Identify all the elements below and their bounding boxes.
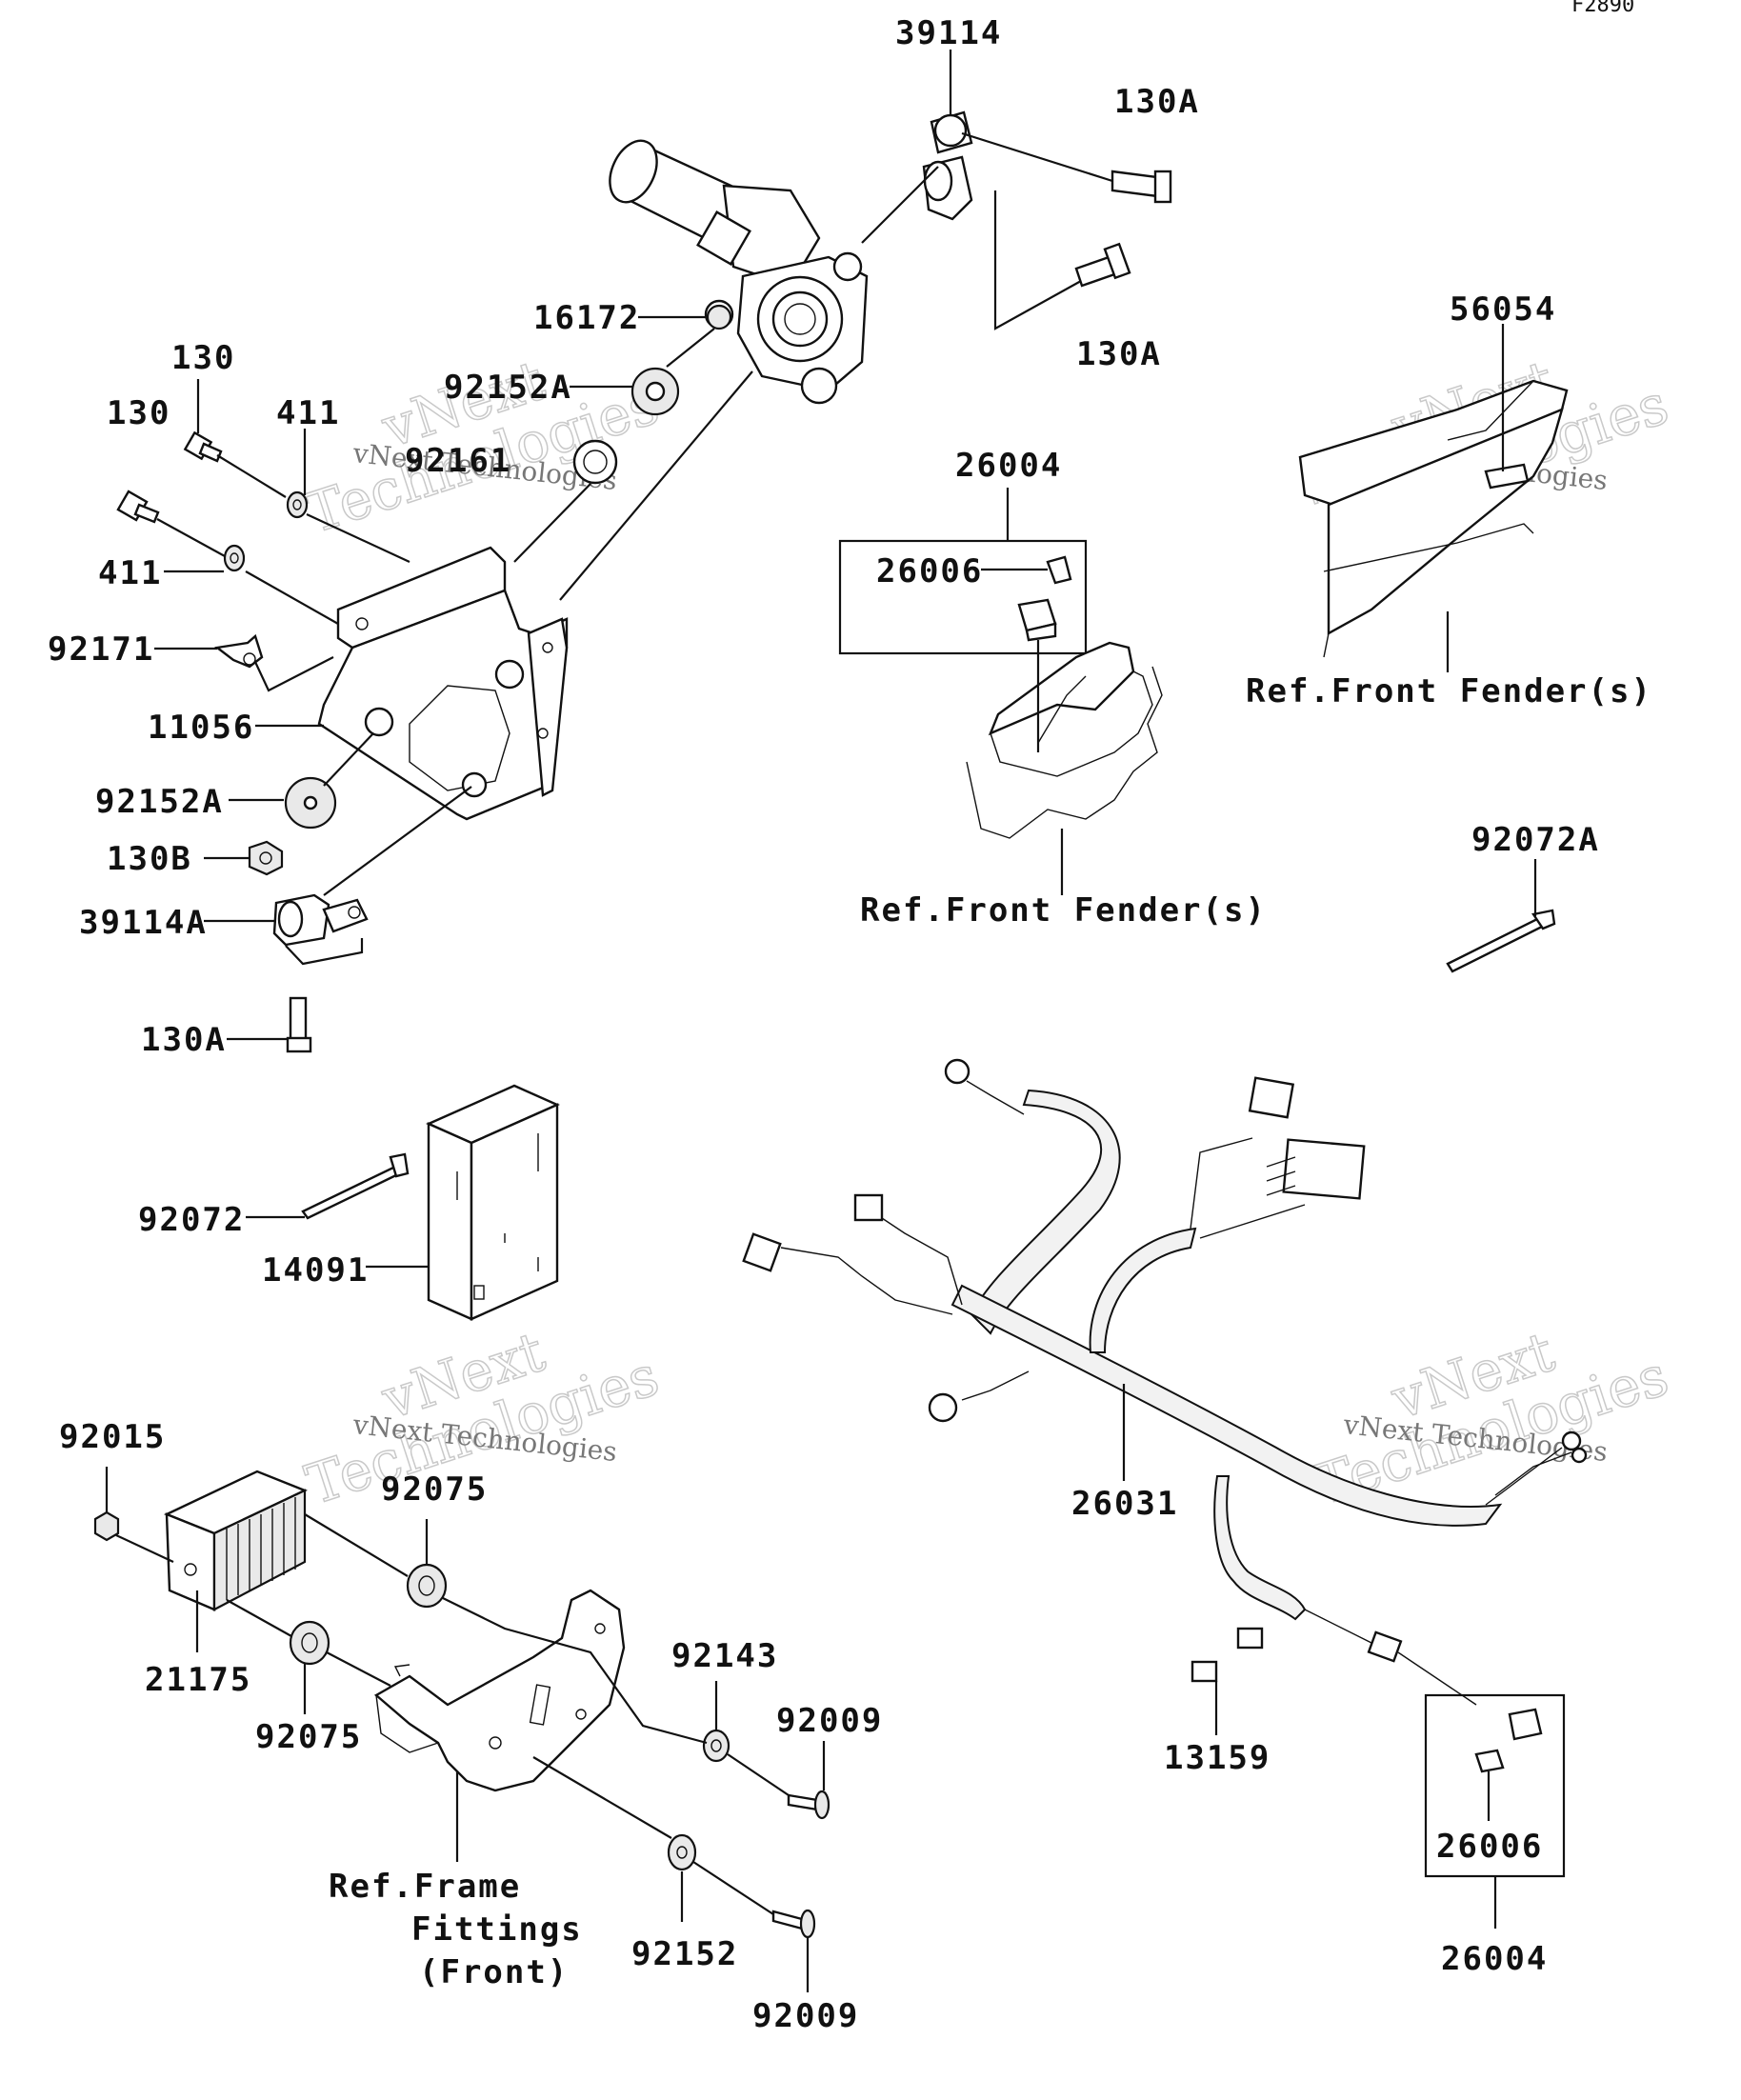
label-411: 411 [276, 394, 340, 432]
connector-26006-top [1046, 555, 1072, 585]
diagram-code: F2890 [1571, 0, 1634, 17]
label-39114A: 39114A [79, 904, 208, 942]
bolt-130A-top [1111, 170, 1172, 204]
washer-92152A-lower [284, 776, 337, 830]
group-box-26004-top [838, 539, 1088, 655]
washer-411-lower [223, 544, 246, 572]
label-26004: 26004 [1441, 1940, 1548, 1978]
label-130A: 130A [141, 1021, 227, 1059]
label-130B: 130B [107, 840, 192, 878]
ref-front-fender-right: Ref.Front Fender(s) [1246, 672, 1652, 710]
washer-92152 [667, 1833, 697, 1871]
washer-411-upper [286, 490, 309, 519]
label-92072: 92072 [138, 1201, 245, 1239]
bracket-11056 [317, 546, 569, 821]
leader-lines [105, 50, 1537, 1992]
clip-92171 [214, 633, 264, 669]
label-130A: 130A [1114, 83, 1200, 121]
label-92152: 92152 [631, 1935, 738, 1973]
washer-92152A-top [630, 367, 680, 416]
label-26006: 26006 [1436, 1828, 1543, 1866]
bolt-130-lower [116, 490, 160, 524]
rectifier-21175 [164, 1470, 308, 1611]
screw-92009-upper [787, 1790, 830, 1820]
label-130: 130 [107, 394, 170, 432]
washer-92143 [702, 1729, 730, 1763]
ref-front-fender-center: Ref.Front Fender(s) [860, 891, 1267, 930]
label-92009: 92009 [776, 1702, 883, 1740]
label-130: 130 [171, 339, 235, 377]
label-14091: 14091 [262, 1251, 369, 1290]
label-11056: 11056 [148, 709, 254, 747]
ref-frame-line2: Fittings [411, 1910, 583, 1949]
bolt-130-upper [183, 430, 223, 463]
label-130A: 130A [1076, 335, 1162, 373]
label-92009: 92009 [752, 1997, 859, 2035]
label-92143: 92143 [671, 1637, 778, 1675]
connector-26006-bottom [1474, 1749, 1505, 1773]
label-92152A: 92152A [95, 783, 224, 821]
bracket-frame-front [373, 1589, 626, 1792]
label-26031: 26031 [1071, 1485, 1178, 1523]
ecu-box-14091 [426, 1084, 560, 1321]
washer-16172 [706, 304, 732, 330]
label-26004: 26004 [955, 447, 1062, 485]
part-92161 [572, 439, 618, 485]
bolt-130A-lower [286, 996, 312, 1053]
label-92171: 92171 [48, 630, 154, 669]
label-92152A: 92152A [444, 369, 572, 407]
universal-joint-39114 [922, 110, 973, 221]
grommet-92075-lower [289, 1620, 330, 1666]
label-411: 411 [98, 554, 162, 592]
label-92015: 92015 [59, 1418, 166, 1456]
bolt-130A-middle [1074, 242, 1131, 288]
label-92161: 92161 [405, 442, 511, 480]
grommet-92075-upper [406, 1563, 448, 1609]
label-21175: 21175 [145, 1661, 251, 1699]
wire-harness-26031 [742, 1058, 1588, 1706]
cable-tie-92072A [1446, 909, 1556, 973]
label-92075: 92075 [255, 1718, 362, 1756]
screw-92009-lower [771, 1909, 816, 1939]
label-92072A: 92072A [1471, 821, 1600, 859]
cable-tie-92072 [301, 1152, 410, 1220]
label-16172: 16172 [533, 299, 640, 337]
ref-frame-line1: Ref.Frame [329, 1868, 521, 1906]
callouts: 39114 130A 130A 16172 92152A 92161 130 1… [48, 14, 1652, 2035]
nut-130B [248, 840, 284, 876]
ref-frame-line3: (Front) [419, 1953, 569, 1991]
label-56054: 56054 [1450, 290, 1556, 329]
label-13159: 13159 [1164, 1739, 1271, 1777]
fender-right [1298, 379, 1569, 658]
nut-92015 [93, 1510, 120, 1542]
steering-actuator [609, 139, 869, 405]
label-26006: 26006 [876, 552, 983, 590]
label-92075: 92075 [381, 1470, 488, 1509]
fender-center [966, 641, 1163, 839]
label-39114: 39114 [895, 14, 1002, 52]
connector-housing-bottom [1508, 1708, 1543, 1741]
universal-joint-39114A [272, 893, 369, 947]
connector-housing-top [1017, 598, 1057, 642]
